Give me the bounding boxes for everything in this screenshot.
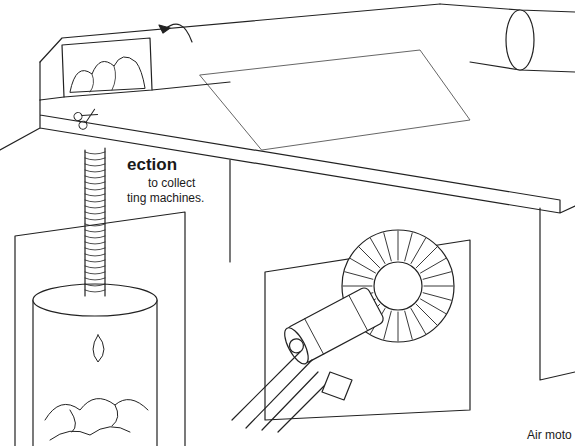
trim-piece: [93, 335, 104, 362]
scissors-icon: [73, 104, 101, 131]
blower-rib: [411, 309, 426, 334]
hose-rib: [85, 212, 105, 214]
blower-hub: [374, 262, 422, 310]
blower-rib: [423, 293, 451, 301]
hose-rib: [85, 272, 105, 274]
air-motor: [280, 324, 313, 367]
hose-rib: [85, 182, 105, 184]
collected-trim: [45, 399, 148, 440]
motor-bracket: [322, 372, 352, 400]
suction-hose: [85, 148, 105, 296]
blower-rib: [384, 233, 392, 261]
air-motor: [280, 286, 385, 367]
blower-rib: [421, 259, 446, 274]
hose-rib: [85, 260, 105, 262]
hose-rib: [85, 176, 105, 178]
hose-rib: [85, 242, 105, 244]
back-rail: [39, 62, 40, 100]
hose-rib: [85, 284, 105, 286]
blower-rib: [345, 272, 373, 280]
hose-rib: [85, 188, 105, 190]
hose-rib: [85, 290, 105, 292]
blower-rib: [421, 299, 446, 314]
hose-rib: [85, 230, 105, 232]
collection-canister: [33, 284, 157, 316]
blower-rib: [398, 231, 399, 260]
blower-rib: [350, 259, 375, 274]
hose-rib: [85, 278, 105, 280]
hose-rib: [85, 152, 105, 154]
blower-rib: [343, 286, 372, 287]
hose-rib: [85, 266, 105, 268]
scissors-icon: [82, 108, 98, 122]
blower-rib: [384, 311, 392, 339]
collection-canister: [33, 300, 157, 446]
blower-rib: [398, 312, 399, 341]
edge-trim: [70, 57, 145, 92]
scissors-icon: [73, 111, 84, 122]
hose-rib: [85, 158, 105, 160]
heading: ection: [127, 155, 177, 175]
blower-rib: [371, 238, 386, 263]
air-pipe: [232, 352, 330, 432]
hose-rib: [85, 236, 105, 238]
blower-rib: [359, 247, 380, 268]
hose-rib: [85, 200, 105, 202]
flow-arrow: [164, 24, 192, 42]
cabinet-cutaway: [15, 212, 185, 446]
blower-rib: [405, 233, 413, 261]
hose-rib: [85, 170, 105, 172]
paper-sheet: [200, 50, 470, 150]
blower-rib: [405, 311, 413, 339]
trim-chute: [62, 38, 152, 97]
caption-text: to collect: [148, 177, 195, 191]
roller: [506, 10, 534, 70]
blower-rib: [416, 304, 437, 325]
blower-rib: [424, 286, 453, 287]
table-edge: [0, 100, 575, 213]
roller: [440, 4, 575, 72]
air-motor: [305, 295, 368, 354]
blower-rib: [416, 247, 437, 268]
air-motor: [287, 336, 306, 355]
hose-rib: [85, 164, 105, 166]
hose-rib: [85, 206, 105, 208]
hose-rib: [85, 218, 105, 220]
blower-rib: [423, 272, 451, 280]
flow-arrow: [159, 25, 170, 33]
hose-rib: [85, 254, 105, 256]
hose-rib: [85, 224, 105, 226]
hose-rib: [85, 248, 105, 250]
part-label: Air moto: [527, 429, 572, 443]
caption-text: ting machines.: [127, 192, 204, 206]
edge-trim: [90, 66, 116, 92]
blower-rib: [411, 238, 426, 263]
hose-rib: [85, 194, 105, 196]
